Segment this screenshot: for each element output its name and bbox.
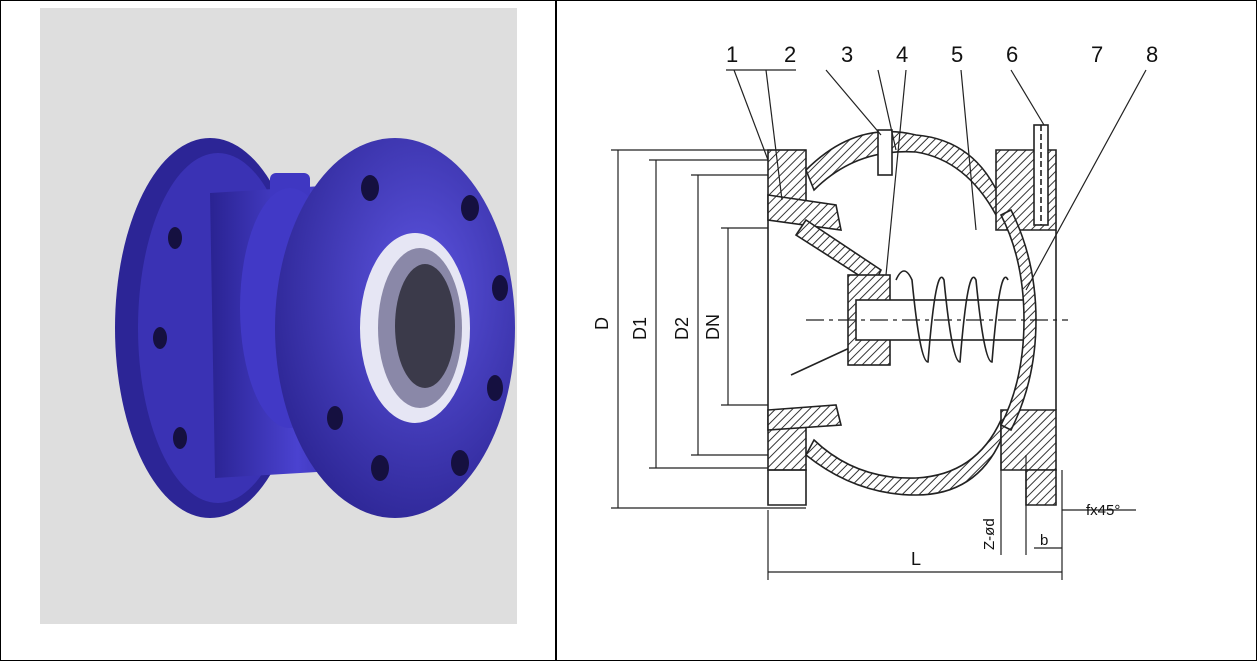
dim-label-d: D [592, 317, 612, 330]
part-number: 2 [784, 42, 796, 67]
dim-label-dn: DN [703, 314, 723, 340]
dim-label-l: L [911, 549, 921, 569]
dim-label-bolt-holes: Z-ød [981, 518, 998, 550]
part-number: 6 [1006, 42, 1018, 67]
dim-label-b: b [1040, 532, 1048, 549]
part-number: 7 [1091, 42, 1103, 67]
part-number: 4 [896, 42, 908, 67]
dim-label-d1: D1 [630, 317, 650, 340]
part-number: 5 [951, 42, 963, 67]
part-number: 1 [726, 42, 738, 67]
part-number: 8 [1146, 42, 1158, 67]
valve-photo [40, 8, 517, 624]
technical-drawing: 1 2 3 4 5 6 7 8 [592, 42, 1158, 580]
part-number: 3 [841, 42, 853, 67]
dim-label-d2: D2 [672, 317, 692, 340]
dim-label-chamfer: fx45° [1086, 502, 1120, 519]
valve-photo-illustration [115, 138, 515, 518]
